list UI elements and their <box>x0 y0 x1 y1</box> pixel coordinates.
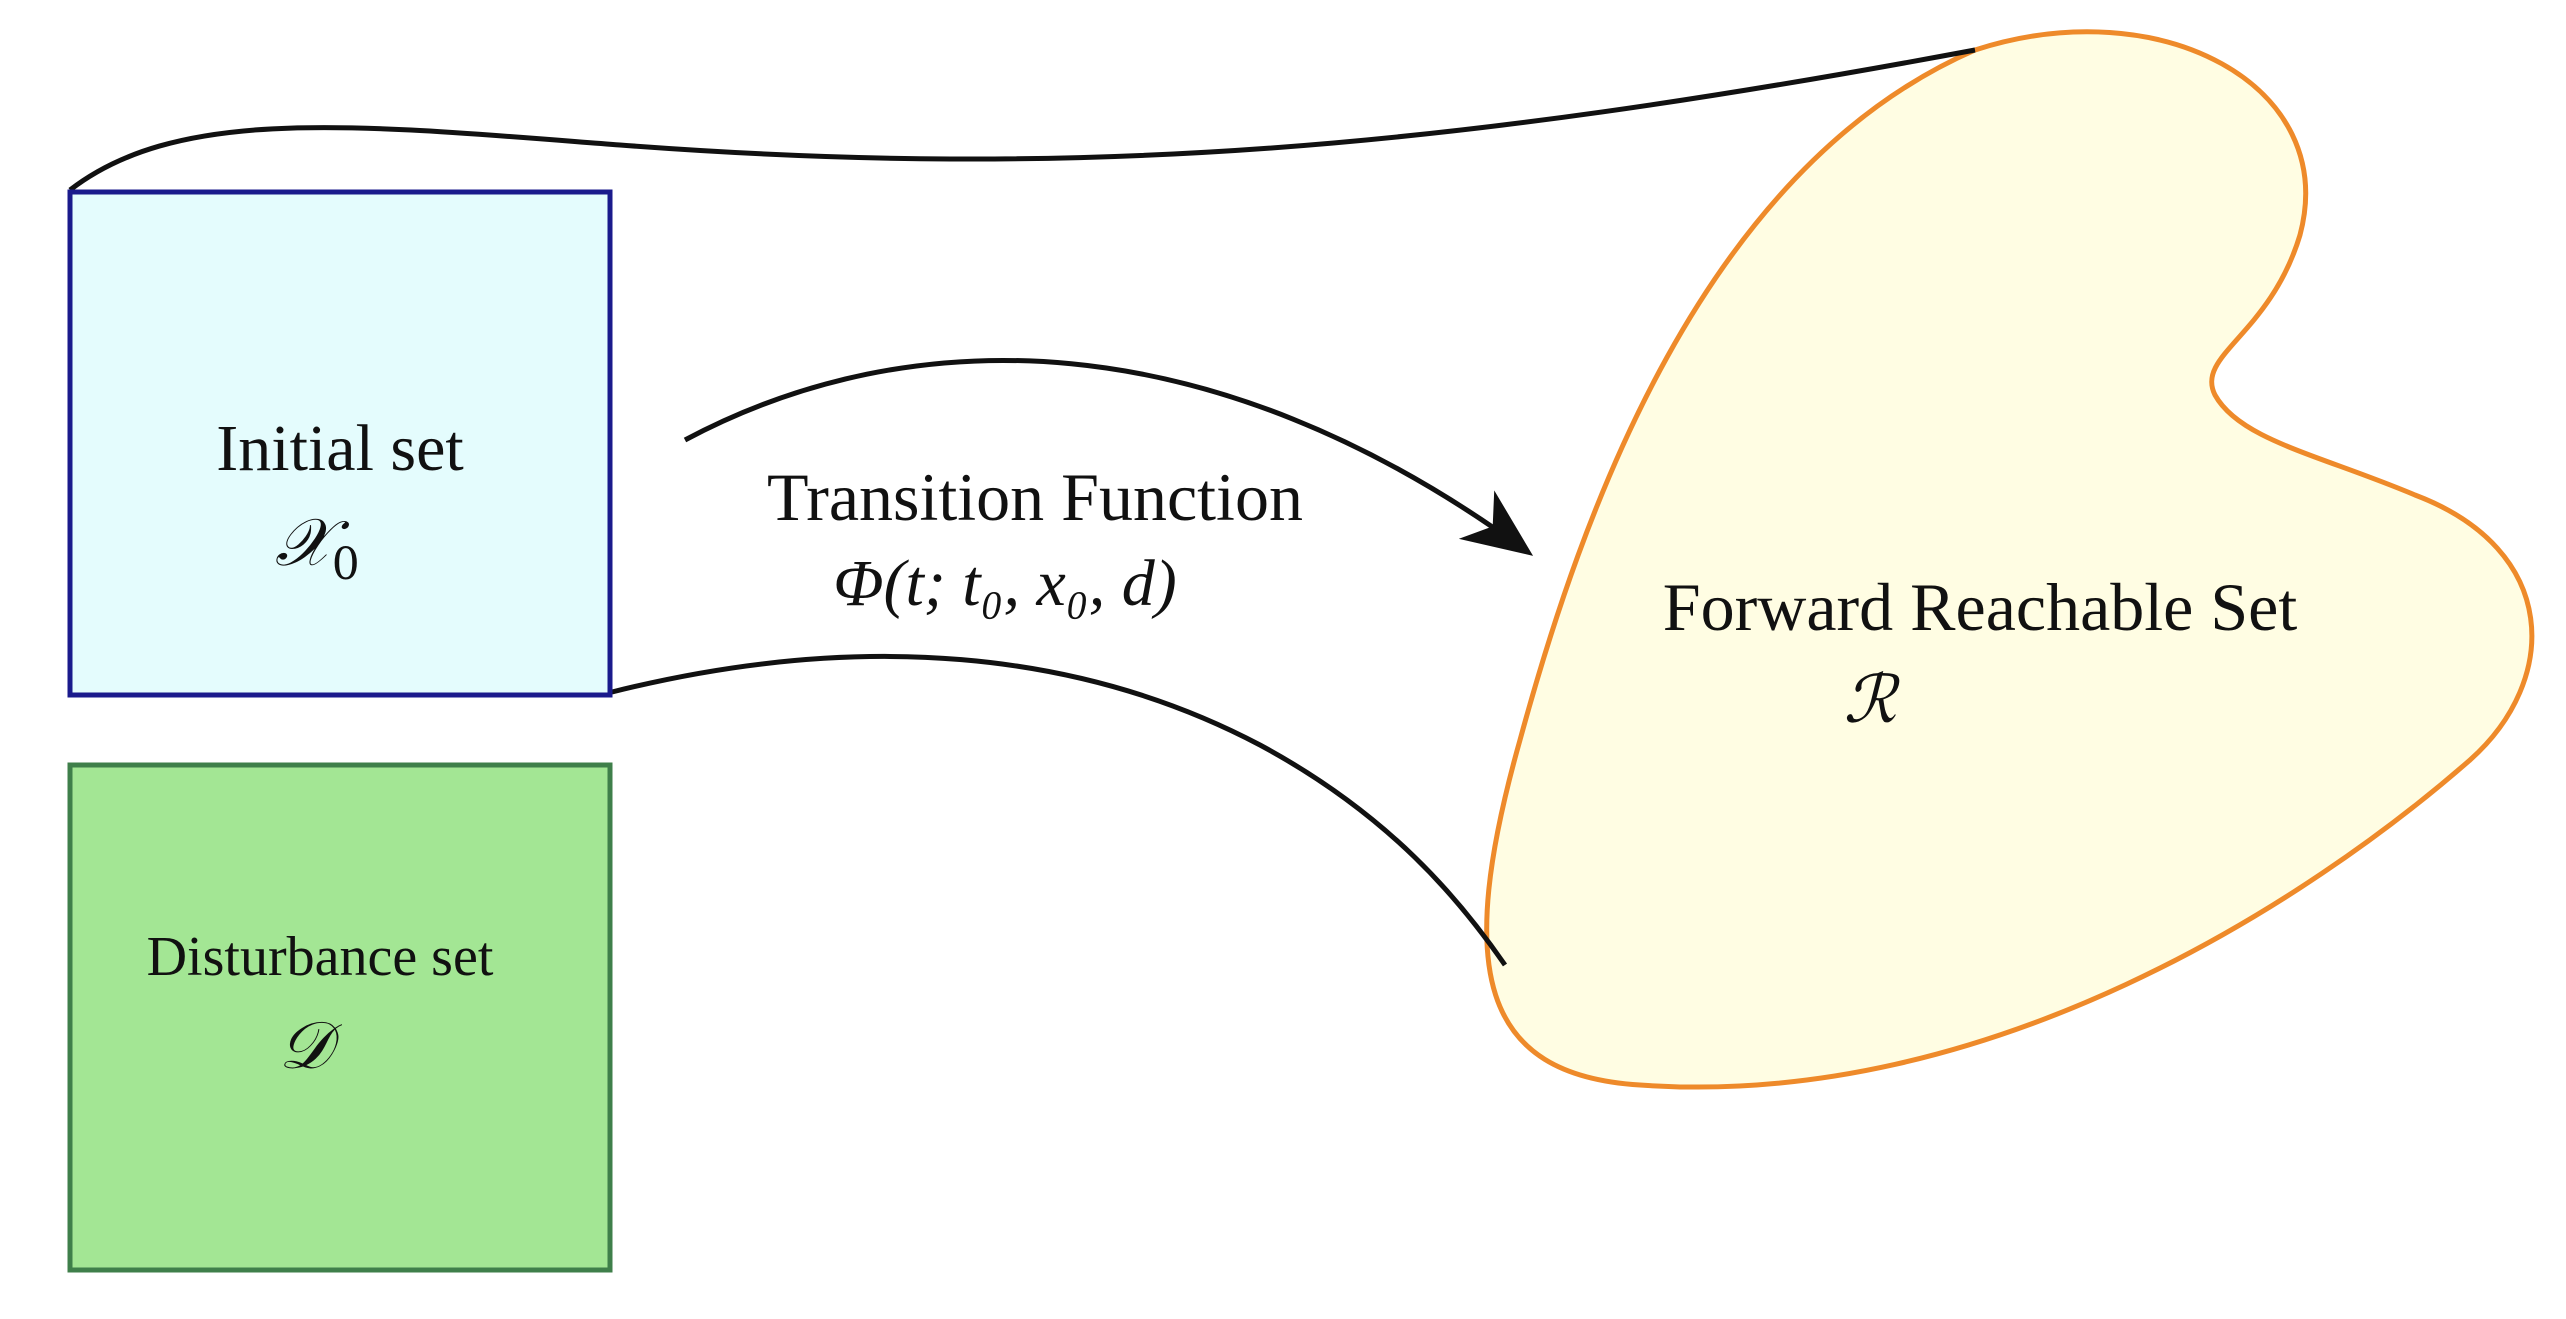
disturbance-set-box <box>67 762 613 1273</box>
reachable-set-label: Forward Reachable Set <box>1663 569 2298 645</box>
initial-set-symbol-subscript: 0 <box>332 539 360 590</box>
initial-set-label: Initial set <box>216 412 463 485</box>
forward-reachable-set-shape <box>1484 29 2535 1090</box>
reachable-set-symbol: ℛ <box>1844 661 1901 738</box>
transition-function-formula: Φ(t; t₀, x₀, d) <box>833 547 1177 620</box>
transition-arrow <box>683 357 1534 556</box>
initial-set-box <box>67 189 613 698</box>
initial-set-symbol: 𝒳0 <box>275 504 360 590</box>
transition-function-label: Transition Function <box>767 459 1303 535</box>
lower-tube-curve <box>611 654 1508 967</box>
disturbance-set-label: Disturbance set <box>147 926 494 988</box>
upper-tube-curve <box>68 47 1976 192</box>
